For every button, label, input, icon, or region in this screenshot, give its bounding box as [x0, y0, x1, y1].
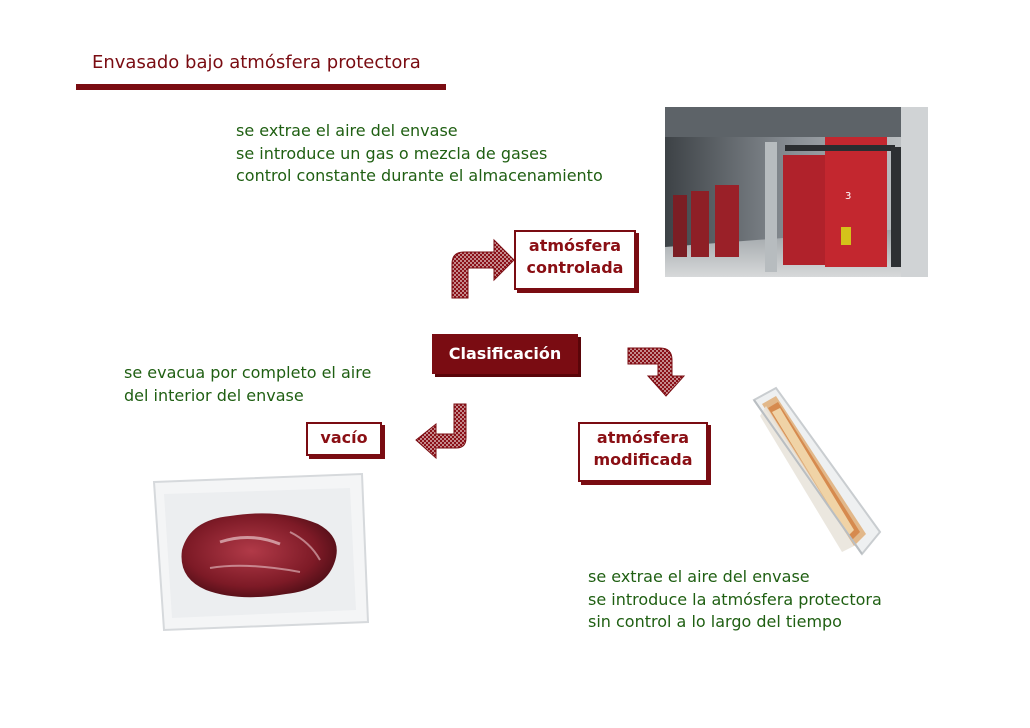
- modificada-note: sin control a lo largo del tiempo: [588, 612, 842, 631]
- controlada-note: se extrae el aire del envase: [236, 121, 458, 140]
- atmosfera-modificada-box: atmósfera modificada: [578, 422, 708, 482]
- cold-storage-room-photo: 3: [665, 107, 928, 277]
- curved-arrow-down-right-icon: [627, 347, 686, 397]
- controlada-note: control constante durante el almacenamie…: [236, 166, 603, 185]
- box-label: atmósfera: [528, 236, 622, 255]
- title-underline: [76, 84, 446, 90]
- atmosfera-controlada-box: atmósfera controlada: [514, 230, 636, 290]
- vacio-box: vacío: [306, 422, 382, 456]
- modificada-note: se extrae el aire del envase: [588, 567, 810, 586]
- vacio-note: se evacua por completo el aire: [124, 363, 372, 382]
- clasificacion-box: Clasificación: [432, 334, 578, 374]
- page-title: Envasado bajo atmósfera protectora: [92, 52, 421, 73]
- modificada-note: se introduce la atmósfera protectora: [588, 589, 882, 609]
- packaged-sandwich-photo: [746, 382, 882, 558]
- vacio-note: del interior del envase: [124, 385, 304, 405]
- box-label: vacío: [320, 428, 368, 447]
- curved-arrow-down-left-icon: [415, 403, 467, 460]
- vacio-notes: se evacua por completo el aire del inter…: [124, 362, 371, 407]
- modificada-notes: se extrae el aire del envase se introduc…: [588, 566, 882, 634]
- box-label: modificada: [593, 450, 693, 469]
- curved-arrow-up-right-icon: [451, 238, 515, 299]
- box-label: Clasificación: [448, 344, 562, 363]
- controlada-notes: se extrae el aire del envase se introduc…: [236, 120, 603, 188]
- box-label: atmósfera: [596, 428, 690, 447]
- controlada-note: se introduce un gas o mezcla de gases: [236, 143, 548, 163]
- vacuum-packed-meat-photo: [152, 472, 370, 632]
- svg-text:3: 3: [845, 191, 851, 202]
- box-label: controlada: [526, 258, 624, 277]
